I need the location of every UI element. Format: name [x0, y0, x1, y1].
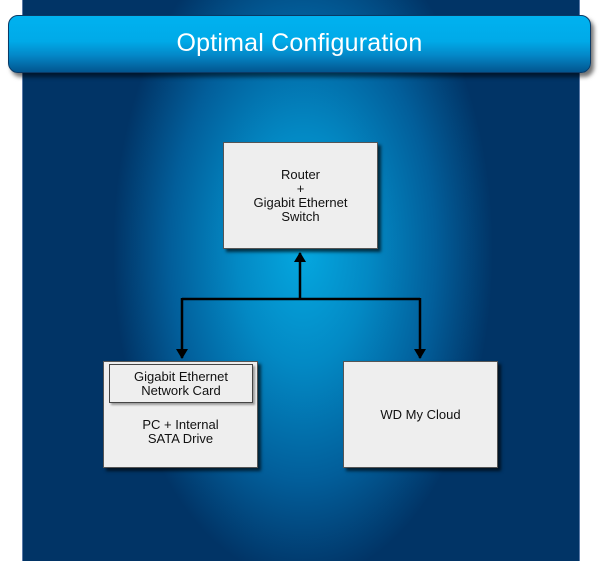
- router-label-line: Router: [280, 166, 321, 182]
- router-label-line: Switch: [281, 208, 320, 224]
- network-card-node: Gigabit Ethernet Network Card: [109, 364, 253, 403]
- router-switch-node: Router + Gigabit Ethernet Switch: [223, 142, 378, 249]
- pc-label: PC + Internal SATA Drive: [104, 418, 257, 446]
- pc-label-line: SATA Drive: [147, 431, 214, 446]
- network-card-label-line: Network Card: [141, 382, 221, 398]
- pc-label-line: PC + Internal: [142, 417, 219, 432]
- title-banner: Optimal Configuration: [8, 15, 591, 73]
- network-card-label-line: Gigabit Ethernet: [134, 368, 228, 384]
- router-label-line: Gigabit Ethernet: [253, 194, 348, 210]
- pc-node: Gigabit Ethernet Network Card PC + Inter…: [103, 361, 258, 468]
- router-label-line: +: [296, 180, 305, 196]
- cloud-label: WD My Cloud: [380, 406, 461, 422]
- wd-my-cloud-node: WD My Cloud: [343, 361, 498, 468]
- page-title: Optimal Configuration: [176, 28, 423, 57]
